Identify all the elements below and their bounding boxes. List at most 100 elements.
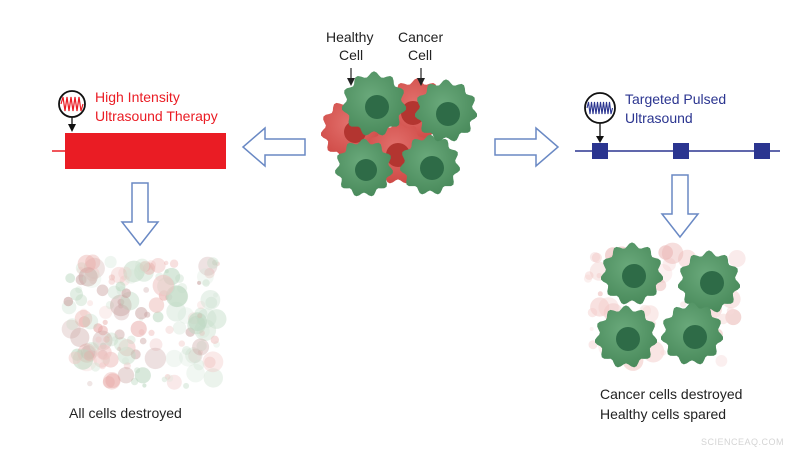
debris-fragment [202,279,210,287]
debris-fragment [166,374,182,390]
debris-fragment [210,335,219,344]
destroyed-cell-debris [61,254,227,390]
debris-fragment [121,288,131,299]
debris-fragment [134,367,151,384]
debris-fragment [198,256,218,276]
debris-fragment [197,268,214,286]
debris-fragment [146,260,157,270]
debris-fragment [186,363,205,383]
debris-fragment [61,319,81,339]
cancer-cell-label-line2: Cell [408,47,433,63]
cancer-cell-label-line1: Cancer [398,29,444,45]
debris-fragment [75,294,88,307]
debris-fragment [207,257,219,269]
debris-fragment [78,267,98,287]
hifu-label-line2: Ultrasound Therapy [95,108,218,124]
debris-fragment [123,362,131,370]
debris-fragment [148,329,155,336]
debris-fragment [137,264,147,273]
debris-fragment [87,300,94,307]
hifu-beam [52,133,226,169]
debris-fragment [185,327,195,337]
cancer-cell-pointer-arrow [417,68,425,86]
debris-fragment [89,341,100,351]
debris-fragment [193,359,205,371]
debris-fragment [192,338,210,356]
debris-fragment [728,250,746,268]
debris-fragment [143,287,150,293]
debris-fragment [662,257,676,272]
tpu-label-line1: Targeted Pulsed [625,91,727,107]
debris-fragment [103,336,110,343]
debris-fragment [203,368,223,388]
debris-fragment [102,319,108,325]
spared-healthy-cells [595,242,740,368]
debris-fragment [68,351,82,365]
debris-fragment [590,297,610,317]
debris-fragment [161,376,168,383]
debris-fragment [200,290,221,310]
debris-fragment [183,382,190,389]
debris-fragment [179,348,198,367]
debris-fragment [204,356,216,368]
debris-fragment [715,355,728,367]
debris-fragment [122,357,129,365]
debris-fragment [596,273,602,279]
healthy-cell-label-line1: Healthy [326,29,374,45]
debris-fragment [116,346,122,352]
debris-fragment [150,258,166,273]
debris-fragment [142,262,156,275]
debris-fragment [212,259,218,266]
sine-wave-icon [60,96,84,112]
debris-fragment [197,280,202,285]
debris-fragment [77,254,96,273]
right-arrow [494,126,560,168]
healthy-cell-pointer-arrow [347,68,355,86]
tpu-label-line2: Ultrasound [625,110,693,126]
debris-fragment [95,336,102,343]
healthy-cell [661,302,723,365]
healthy-cell [400,134,460,195]
debris-fragment [152,311,164,323]
debris-fragment [110,294,132,317]
debris-fragment [114,337,129,352]
center-cell-cluster [321,71,477,197]
debris-fragment [106,333,111,338]
debris-fragment [660,349,667,356]
debris-fragment [63,296,74,307]
debris-fragment [70,287,83,301]
healthy-spared-caption: Healthy cells spared [600,406,727,422]
debris-fragment [72,349,94,370]
debris-fragment [165,349,183,368]
debris-fragment [102,376,115,389]
pulse-mark [673,143,689,159]
debris-fragment [117,367,135,384]
debris-fragment [135,307,148,320]
debris-fragment [213,292,218,298]
debris-fragment [169,259,179,268]
debris-fragment [105,373,121,388]
debris-fragment [118,303,124,309]
debris-fragment [197,349,203,355]
debris-fragment [110,266,128,284]
debris-fragment [148,297,165,313]
debris-fragment [115,281,126,292]
watermark: SCIENCEAQ.COM [701,437,785,447]
debris-fragment [134,261,154,282]
debris-fragment [85,254,101,270]
debris-fragment [658,245,673,260]
debris-fragment [104,255,117,269]
debris-fragment [130,349,141,360]
debris-fragment [134,367,141,374]
debris-fragment [118,266,132,280]
debris-fragment [188,348,203,363]
debris-fragment [74,309,93,328]
debris-fragment [202,351,224,373]
down-arrow-right [660,174,700,239]
healthy-cell [601,242,663,305]
pulsed-transducer [584,92,616,143]
debris-fragment [196,340,207,352]
debris-fragment [726,307,735,315]
debris-fragment [597,291,603,297]
debris-fragment [139,260,151,272]
